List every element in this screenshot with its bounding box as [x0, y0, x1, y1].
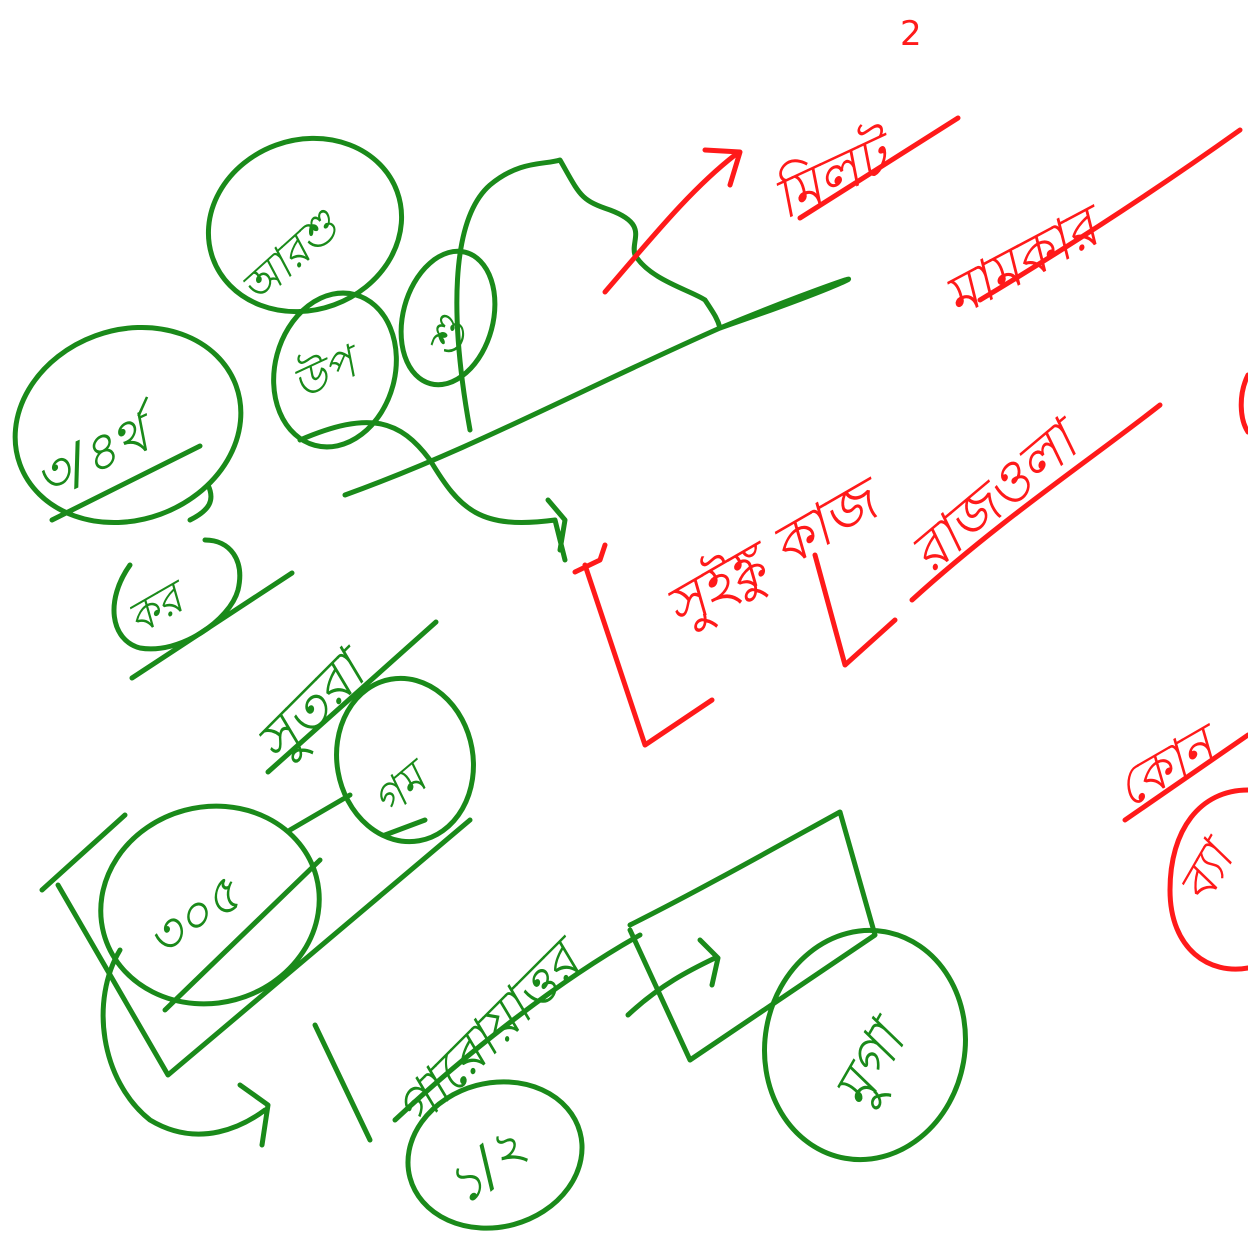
- red-middle-word-b: রাজওলা: [898, 404, 1098, 587]
- red-right-underline: [977, 127, 1243, 303]
- oval-right: [762, 927, 968, 1163]
- red-middle-word-a: সুইঙ্কু কাজ: [652, 462, 898, 645]
- curve-arrow-to-bracket: [297, 420, 568, 563]
- hill-shape: [454, 157, 723, 433]
- oval-bottom-left: [98, 803, 322, 1007]
- red-bracket: [572, 542, 715, 748]
- kor-underline: [129, 570, 295, 681]
- red-bottom-right-word: কোন: [1105, 711, 1233, 820]
- plural-underline: [265, 619, 439, 775]
- slanted-word-bracket: [312, 1022, 373, 1143]
- right-box: [627, 809, 878, 1063]
- bracket-left-lower: [39, 812, 473, 1078]
- connector-left: [187, 482, 214, 523]
- top-oval: [205, 135, 405, 315]
- oval-bottom-mid: [334, 675, 476, 845]
- red-diagram: মিলট 2 মামকার সুইঙ্কু কাজ রাজওলা কোন ব্য…: [572, 14, 1248, 972]
- left-oval-underline: [49, 443, 203, 523]
- oval-half-label: ১/২: [434, 1117, 538, 1218]
- oval-right-label: মুগা: [820, 1004, 925, 1120]
- red-top-word-sup: 2: [900, 14, 922, 54]
- left-oval: [12, 324, 244, 526]
- kor-label: কর: [119, 569, 199, 645]
- mid-oval-a-label: উপ: [283, 331, 371, 410]
- slanted-word-underline: [392, 932, 643, 1123]
- oval-bottom-left-underline: [162, 857, 323, 1013]
- red-edge-arc: [1238, 372, 1248, 435]
- red-top-word: মিলট: [761, 115, 908, 232]
- oval-bottom-left-label: ৩০৫: [135, 863, 253, 971]
- oval-link: [287, 792, 353, 833]
- top-oval-label: আরশু: [231, 199, 352, 315]
- red-middle-underline: [909, 402, 1163, 603]
- right-box-arrow: [625, 937, 721, 1018]
- curve-arrow-bottom: [100, 947, 271, 1148]
- red-bottom-right-oval: [1167, 787, 1248, 972]
- red-right-word: মামকার: [933, 191, 1118, 330]
- oval-bottom-mid-label: গম: [363, 748, 443, 827]
- mid-oval-a: [271, 290, 399, 450]
- green-diagram: আরশু ৩/৪র্থ উপ শু কর সুতরা ৩০৫: [12, 135, 968, 1231]
- oval-half: [405, 1079, 585, 1231]
- mid-oval-b: [398, 248, 498, 388]
- green-baseline: [342, 276, 852, 498]
- red-bracket-small: [812, 552, 898, 668]
- red-bottom-right-underline: [1122, 732, 1248, 823]
- red-arrow-up: [602, 147, 743, 295]
- left-oval-label: ৩/৪র্থ: [24, 395, 174, 509]
- plural-word: সুতরা: [243, 633, 387, 777]
- red-top-underline: [797, 115, 961, 221]
- oval-bottom-mid-underline: [382, 817, 428, 838]
- mid-oval-b-label: শু: [418, 308, 480, 364]
